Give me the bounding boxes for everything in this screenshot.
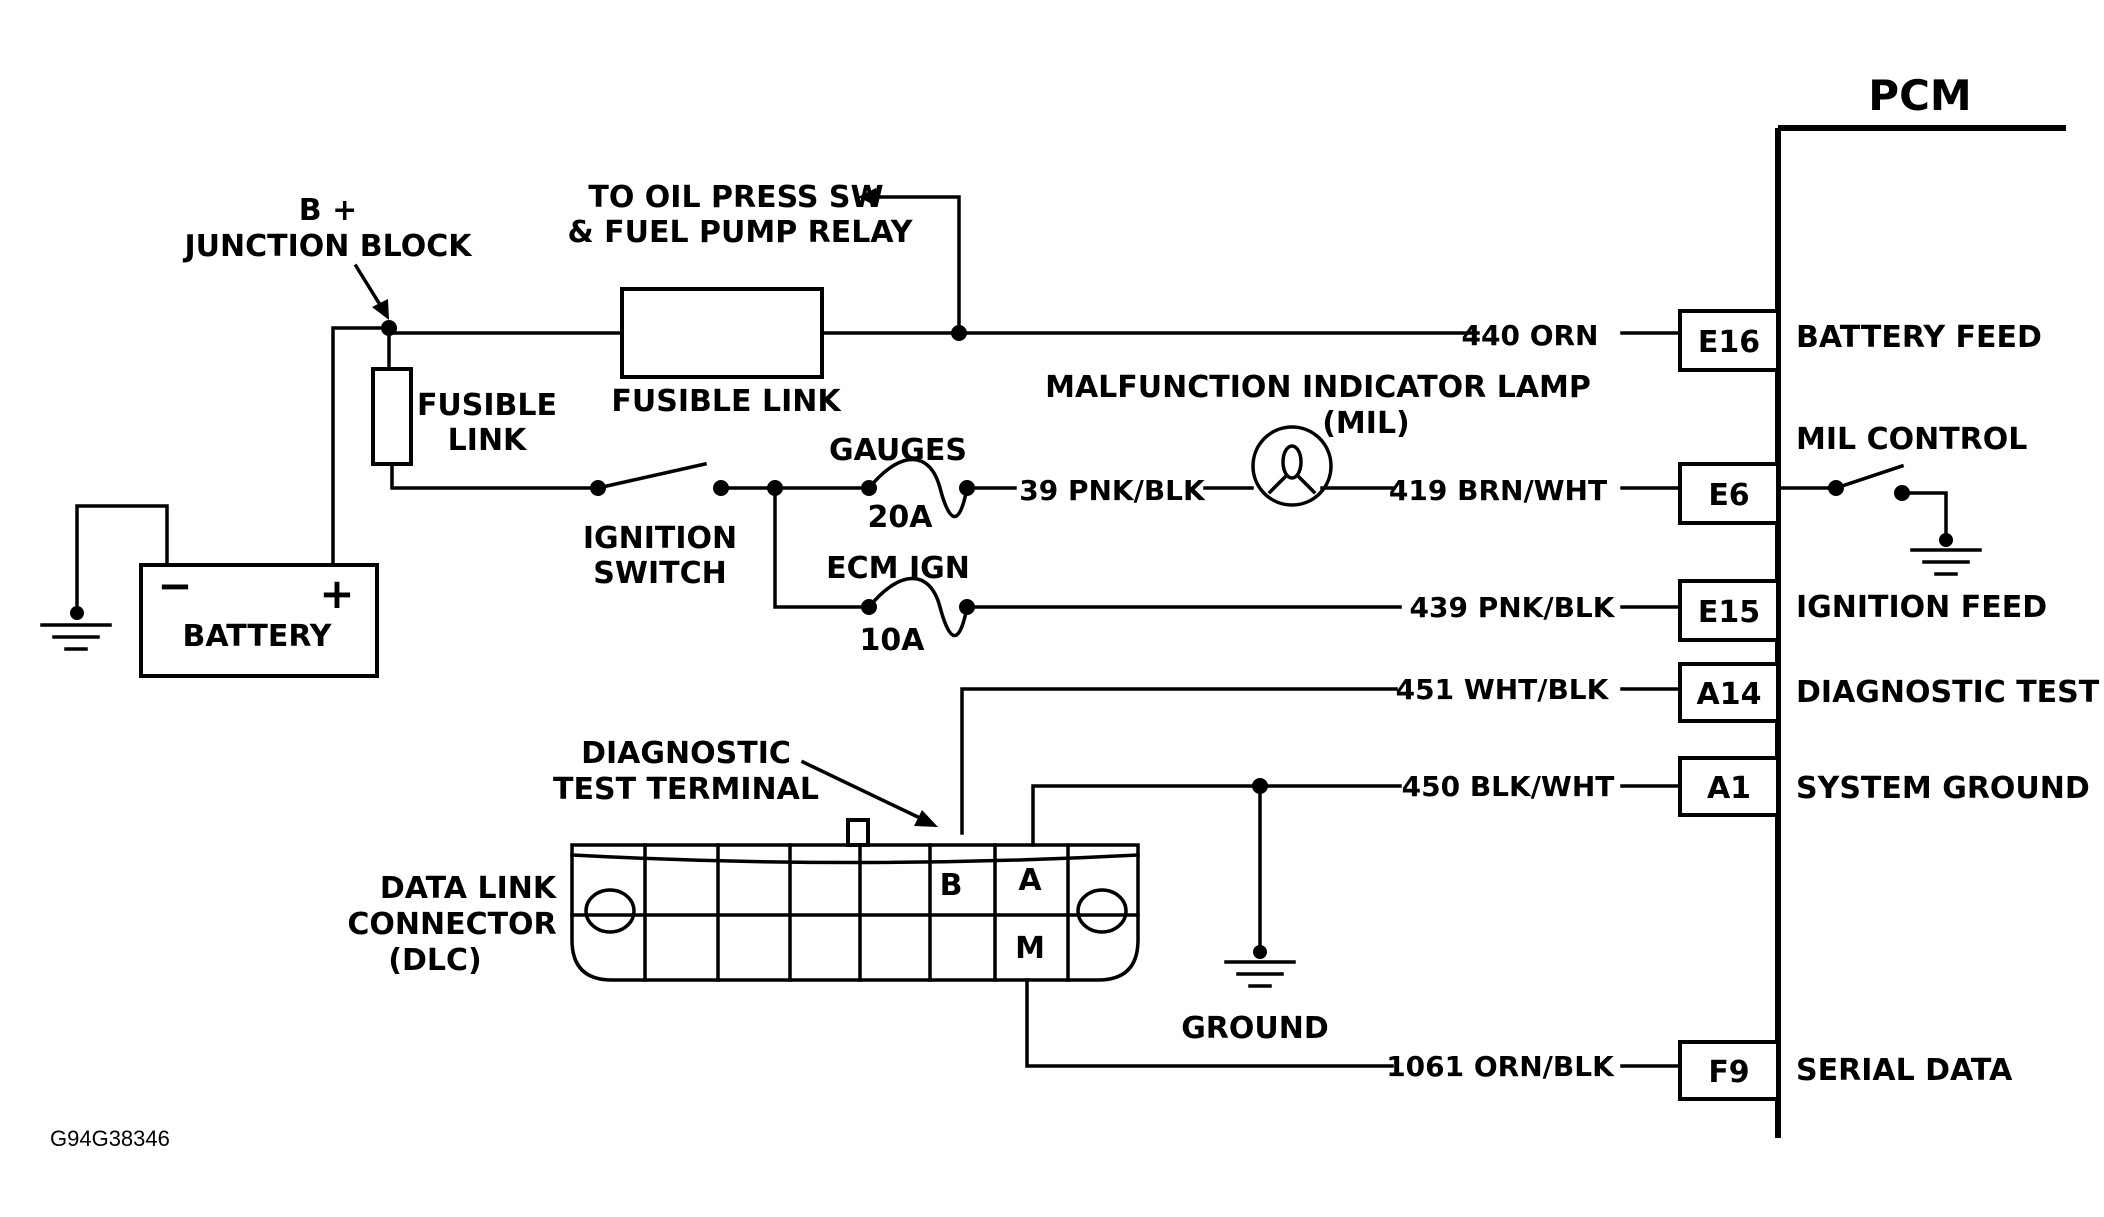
pcm-label-ignition-feed: IGNITION FEED xyxy=(1796,590,2047,625)
wire-label-450-blk-wht: 450 BLK/WHT xyxy=(1402,770,1615,803)
gauges-amp-label: 20A xyxy=(868,500,934,535)
pcm-pin-a1: A1 xyxy=(1678,756,1780,817)
battery: − + BATTERY xyxy=(139,561,379,678)
fusible-link-top xyxy=(620,287,824,379)
fusible-link-top-label: FUSIBLE LINK xyxy=(611,384,842,419)
wire-label-440-orn: 440 ORN xyxy=(1462,319,1599,352)
ground-label: GROUND xyxy=(1181,1011,1329,1046)
ignition-switch-label-line2: SWITCH xyxy=(593,556,726,591)
pcm-pin-a14: A14 xyxy=(1678,662,1780,723)
junction-label-line2: JUNCTION BLOCK xyxy=(182,229,473,264)
mil-label-line1: MALFUNCTION INDICATOR LAMP xyxy=(1045,370,1591,405)
wire-label-439-pnk-blk: 439 PNK/BLK xyxy=(1410,591,1616,624)
pcm-pin-f9: F9 xyxy=(1678,1040,1780,1101)
ignition-switch-label-line1: IGNITION xyxy=(583,521,737,556)
dlc-label-line2: CONNECTOR xyxy=(347,907,556,942)
dlc-label-line3: (DLC) xyxy=(388,943,481,978)
wire-label-419-brn-wht: 419 BRN/WHT xyxy=(1389,474,1607,507)
pin-label: E6 xyxy=(1708,478,1749,513)
pcm-pin-e16: E16 xyxy=(1678,309,1780,372)
pcm-pin-e6: E6 xyxy=(1678,462,1780,525)
mil-lamp xyxy=(1251,425,1333,507)
pin-label: E16 xyxy=(1698,325,1760,360)
dlc-label-line1: DATA LINK xyxy=(380,871,558,906)
fusible-link-side-label-line2: LINK xyxy=(448,423,528,458)
pcm-label-serial-data: SERIAL DATA xyxy=(1796,1053,2013,1088)
pcm-label-battery-feed: BATTERY FEED xyxy=(1796,320,2042,355)
dlc-pin-m: M xyxy=(1015,931,1045,966)
dlc-pin-b: B xyxy=(940,868,963,903)
gauges-label: GAUGES xyxy=(829,433,967,468)
pcm-label-diagnostic-test: DIAGNOSTIC TEST xyxy=(1796,675,2100,710)
junction-label-line1: B + xyxy=(299,193,357,228)
pin-label: E15 xyxy=(1698,595,1760,630)
figure-code: G94G38346 xyxy=(50,1126,170,1151)
ecm-ign-amp-label: 10A xyxy=(860,623,926,658)
diagnostic-terminal-label-line2: TEST TERMINAL xyxy=(553,772,819,807)
pin-label: F9 xyxy=(1708,1055,1749,1090)
ground-symbol-battery xyxy=(40,623,112,651)
oil-press-label-line1: TO OIL PRESS SW xyxy=(588,180,883,215)
pcm-label-mil-control: MIL CONTROL xyxy=(1796,422,2027,457)
mil-label-line2: (MIL) xyxy=(1322,406,1410,441)
mil-control-switch xyxy=(1776,463,1953,547)
wire-label-1061-orn-blk: 1061 ORN/BLK xyxy=(1386,1050,1615,1083)
fusible-link-side xyxy=(371,367,413,466)
pin-label: A1 xyxy=(1707,771,1751,806)
ground-symbol-mil xyxy=(1910,548,1982,576)
ground-symbol-main xyxy=(1224,960,1296,988)
ignition-switch xyxy=(590,461,729,496)
diagnostic-terminal-label-line1: DIAGNOSTIC xyxy=(581,736,791,771)
pcm-label-system-ground: SYSTEM GROUND xyxy=(1796,771,2090,806)
battery-label: BATTERY xyxy=(182,619,332,654)
wire-label-451-wht-blk: 451 WHT/BLK xyxy=(1396,673,1610,706)
fusible-link-side-label-line1: FUSIBLE xyxy=(417,388,557,423)
ecm-ign-label: ECM IGN xyxy=(826,551,970,586)
pin-label: A14 xyxy=(1697,677,1762,712)
oil-press-label-line2: & FUEL PUMP RELAY xyxy=(568,215,914,250)
pcm-title: PCM xyxy=(1868,71,1971,120)
dlc-pin-a: A xyxy=(1018,863,1042,898)
wire-label-39-pnk-blk: 39 PNK/BLK xyxy=(1019,474,1206,507)
data-link-connector xyxy=(570,818,1140,982)
pcm-pin-e15: E15 xyxy=(1678,579,1780,642)
battery-plus: + xyxy=(319,569,354,618)
battery-minus: − xyxy=(157,561,192,610)
